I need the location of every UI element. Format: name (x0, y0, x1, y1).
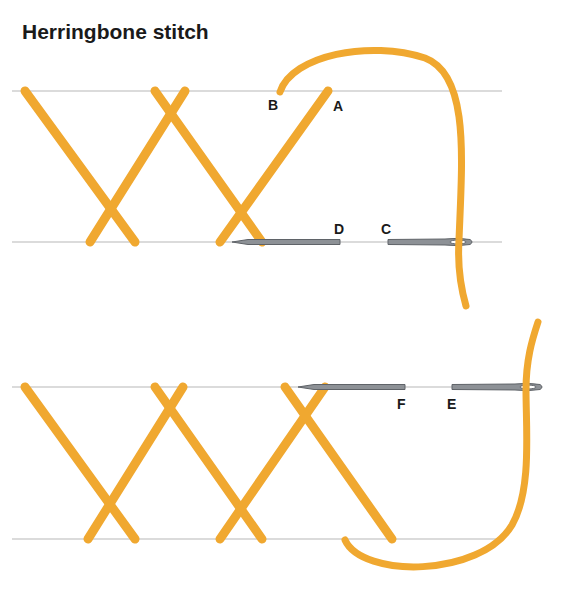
point-label: C (381, 221, 391, 237)
point-label: D (334, 221, 344, 237)
needles (232, 238, 542, 390)
guide-lines (12, 91, 502, 539)
diagram-title: Herringbone stitch (22, 20, 209, 44)
working-thread (280, 50, 538, 566)
point-label: A (333, 98, 343, 114)
point-label: E (447, 396, 456, 412)
point-label: B (268, 97, 278, 113)
point-label: F (397, 396, 406, 412)
thread-stitches (25, 91, 392, 539)
